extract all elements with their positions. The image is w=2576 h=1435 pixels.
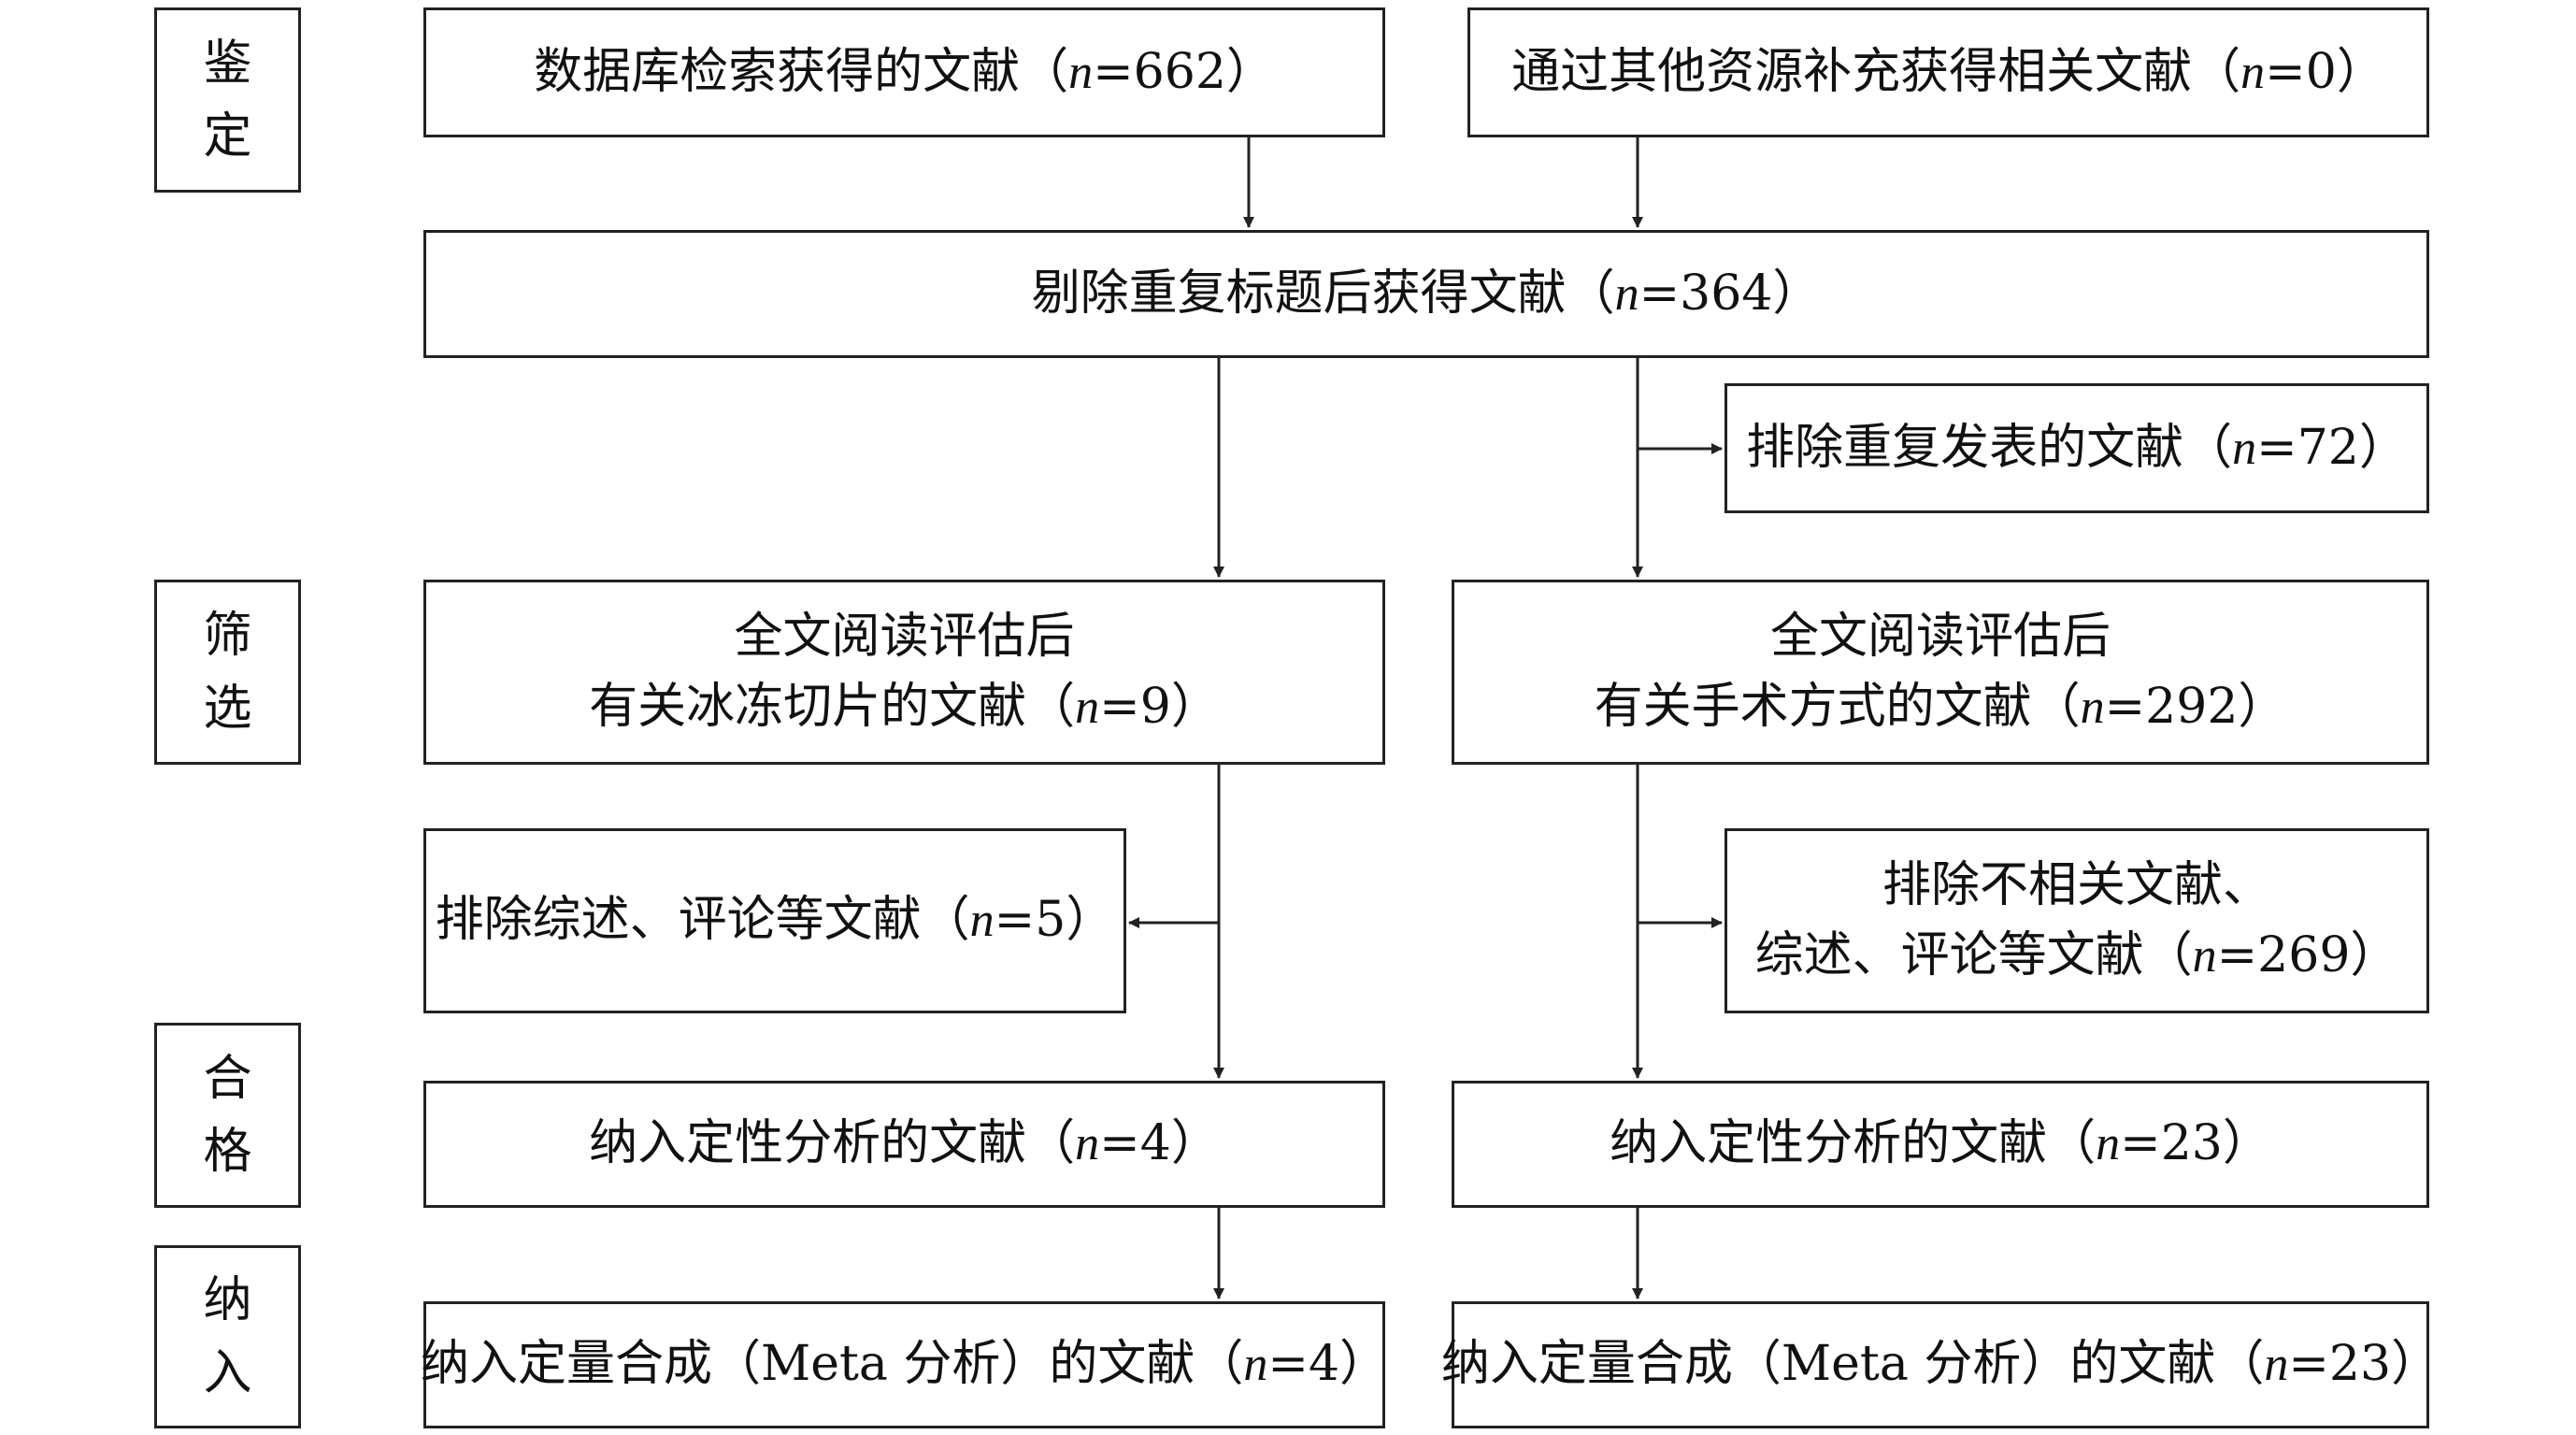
after-dedup-box: 剔除重复标题后获得文献（n=364） (423, 230, 2429, 358)
stage-char: 入 (203, 1345, 252, 1401)
excluded-irrelevant-right-box: 排除不相关文献、 综述、评论等文献（n=269） (1724, 828, 2429, 1013)
meta-analysis-right-box: 纳入定量合成（Meta 分析）的文献（n=23） (1441, 1301, 2440, 1428)
stage-inclusion: 纳 入 (154, 1245, 301, 1428)
surgical-approach-fulltext-box: 全文阅读评估后 有关手术方式的文献（n=292） (1452, 580, 2429, 765)
stage-identification: 鉴 定 (154, 7, 301, 193)
qualitative-analysis-left-box: 纳入定性分析的文献（n=4） (423, 1081, 1385, 1208)
stage-char: 纳 (203, 1272, 252, 1328)
excluded-duplicate-publication-box: 排除重复发表的文献（n=72） (1724, 383, 2429, 513)
excluded-reviews-left-box: 排除综述、评论等文献（n=5） (423, 828, 1126, 1013)
other-sources-box: 通过其他资源补充获得相关文献（n=0） (1467, 7, 2429, 137)
stage-char: 选 (203, 681, 252, 737)
frozen-section-fulltext-box: 全文阅读评估后 有关冰冻切片的文献（n=9） (423, 580, 1385, 765)
stage-char: 定 (203, 108, 252, 165)
database-search-box: 数据库检索获得的文献（n=662） (423, 7, 1385, 137)
stage-char: 格 (203, 1124, 252, 1180)
meta-analysis-left-box: 纳入定量合成（Meta 分析）的文献（n=4） (421, 1301, 1388, 1428)
stage-char: 合 (203, 1051, 252, 1107)
stage-char: 鉴 (203, 36, 252, 92)
qualitative-analysis-right-box: 纳入定性分析的文献（n=23） (1452, 1081, 2429, 1208)
stage-screening: 筛 选 (154, 580, 301, 765)
stage-eligibility: 合 格 (154, 1023, 301, 1208)
stage-char: 筛 (203, 608, 252, 664)
